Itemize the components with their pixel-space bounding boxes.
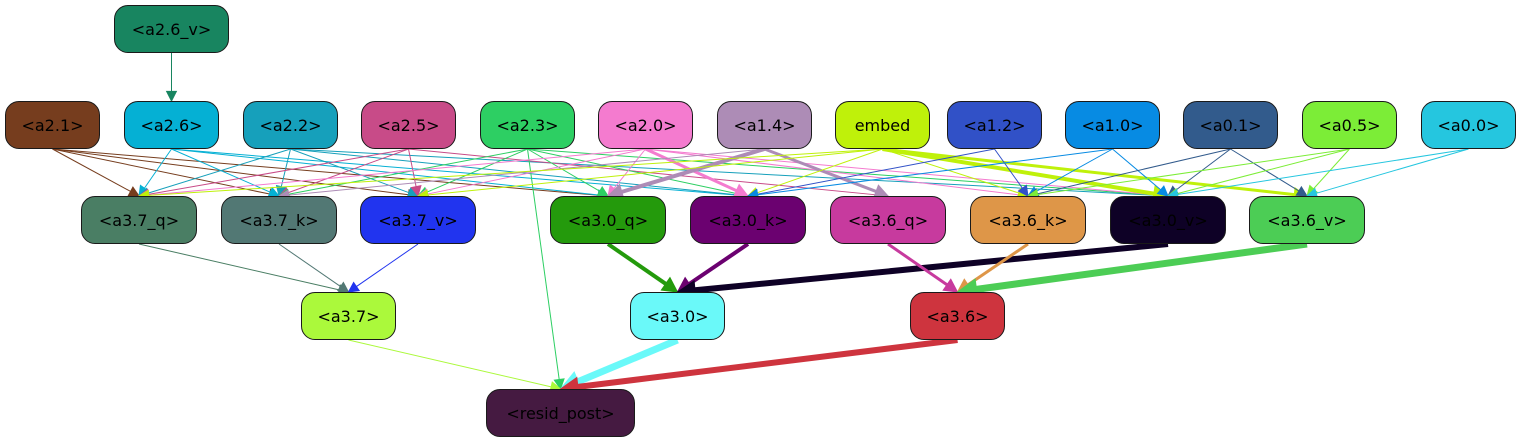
edge-a2-1-to-a3-7-k	[52, 148, 270, 195]
edge-a2-5-to-a3-7-q	[148, 148, 409, 195]
edge-a2-6-to-a3-0-q	[171, 148, 599, 196]
edge-a2-0-to-a3-6-k	[645, 148, 1019, 196]
edge-a0-5-to-a3-0-v	[1177, 148, 1350, 195]
node-a3-7[interactable]: <a3.7>	[301, 292, 396, 340]
edge-a2-1-to-a3-0-q	[52, 148, 599, 196]
node-a3-7-q[interactable]: <a3.7_q>	[81, 196, 197, 244]
edge-a1-4-to-a3-7-k	[288, 148, 765, 196]
node-a1-2[interactable]: <a1.2>	[947, 101, 1042, 149]
edge-embed-to-a3-7-q	[148, 148, 883, 196]
node-a0-0[interactable]: <a0.0>	[1421, 101, 1516, 149]
edge-a2-1-to-a3-7-v	[52, 148, 409, 196]
node-a2-0[interactable]: <a2.0>	[598, 101, 693, 149]
edge-embed-to-a3-6-v	[882, 147, 1295, 197]
edge-a3-6-to-resid-post	[577, 337, 958, 390]
node-a0-1[interactable]: <a0.1>	[1183, 101, 1278, 149]
edge-a1-0-to-a3-0-v	[1112, 148, 1161, 191]
edge-a2-0-to-a3-7-q	[148, 148, 646, 196]
node-a3-6-v[interactable]: <a3.6_v>	[1249, 196, 1365, 244]
edge-a1-4-to-a3-0-q	[621, 147, 766, 194]
node-a3-0-v[interactable]: <a3.0_v>	[1110, 196, 1226, 244]
arrowhead-a3-7-k-to-a3-7	[336, 281, 350, 293]
edge-a0-1-to-a3-6-k	[1037, 148, 1231, 195]
edge-embed-to-a3-7-v	[427, 148, 883, 196]
edge-a2-3-to-a3-0-q	[527, 148, 600, 192]
arrowhead-a3-0-q-to-a3-0	[660, 276, 679, 293]
edge-a3-7-to-resid-post	[348, 339, 552, 388]
arrowhead-a0-1-to-a3-6-v	[1295, 185, 1308, 197]
arrowhead-a3-6-q-to-a3-6	[942, 278, 959, 293]
node-a2-6-v[interactable]: <a2.6_v>	[114, 5, 229, 53]
node-a3-6-k[interactable]: <a3.6_k>	[970, 196, 1086, 244]
node-a3-6-q[interactable]: <a3.6_q>	[830, 196, 946, 244]
edge-a2-6-to-a3-7-q	[144, 148, 172, 189]
node-a2-2[interactable]: <a2.2>	[243, 101, 338, 149]
edge-a2-1-to-a3-7-q	[52, 148, 131, 192]
edge-a3-0-to-resid-post	[576, 336, 679, 385]
edge-a3-7-k-to-a3-7	[278, 243, 341, 287]
node-a3-0-k[interactable]: <a3.0_k>	[690, 196, 806, 244]
arrowhead-a1-2-to-a3-6-k	[1017, 184, 1029, 197]
edge-embed-to-a3-0-k	[756, 148, 883, 194]
edge-a1-2-to-a3-6-k	[994, 148, 1023, 189]
edge-a2-2-to-a3-7-q	[148, 148, 291, 194]
edge-a2-3-to-a3-7-v	[426, 148, 528, 193]
arrowhead-a2-3-to-resid-post	[553, 378, 565, 391]
edge-a3-0-q-to-a3-0	[606, 242, 667, 286]
node-a2-3[interactable]: <a2.3>	[480, 101, 575, 149]
arrowhead-a2-3-to-a3-0-q	[596, 185, 609, 197]
node-a2-1[interactable]: <a2.1>	[5, 101, 100, 149]
edge-a0-0-to-a3-0-v	[1177, 148, 1469, 196]
edge-a3-0-v-to-a3-0	[694, 241, 1169, 294]
edge-a2-2-to-a3-7-k	[280, 148, 291, 187]
edge-a3-7-q-to-a3-7	[138, 243, 340, 291]
node-a2-6[interactable]: <a2.6>	[124, 101, 219, 149]
edge-a3-6-v-to-a3-6	[976, 240, 1308, 293]
edge-a0-1-to-a3-6-v	[1230, 148, 1300, 192]
edge-a3-6-k-to-a3-6	[967, 242, 1029, 287]
edge-a0-0-to-a3-6-v	[1316, 148, 1469, 194]
edge-embed-to-a3-6-k	[882, 148, 1020, 194]
arrowhead-a3-7-v-to-a3-7	[347, 281, 361, 293]
edge-a2-2-to-a3-0-v	[290, 148, 1159, 196]
node-a2-5[interactable]: <a2.5>	[361, 101, 456, 149]
edge-a0-5-to-a3-6-k	[1037, 148, 1350, 196]
edge-a2-0-to-a3-0-q	[613, 148, 646, 189]
edge-a0-1-to-a3-0-v	[1175, 148, 1231, 191]
node-embed[interactable]: embed	[835, 101, 930, 149]
arrowhead-a2-1-to-a3-7-q	[127, 186, 140, 197]
edge-a3-7-v-to-a3-7	[356, 243, 419, 287]
arrowhead-a2-5-to-a3-7-v	[410, 184, 422, 198]
edge-a2-3-to-a3-0-v	[527, 148, 1159, 196]
edge-a2-3-to-a3-7-k	[288, 148, 528, 195]
edge-layer	[52, 53, 1469, 397]
edge-a1-2-to-a3-0-k	[757, 148, 995, 195]
node-a3-7-k[interactable]: <a3.7_k>	[221, 196, 337, 244]
edge-a3-0-k-to-a3-0	[688, 242, 750, 286]
node-a3-7-v[interactable]: <a3.7_v>	[360, 196, 476, 244]
node-a0-5[interactable]: <a0.5>	[1302, 101, 1397, 149]
edge-a1-0-to-a3-6-k	[1036, 148, 1113, 192]
node-a3-6[interactable]: <a3.6>	[910, 292, 1005, 340]
arrowhead-a2-6-v-to-a2-6	[165, 90, 178, 103]
edge-a2-0-to-a3-0-v	[645, 148, 1159, 196]
node-a3-0-q[interactable]: <a3.0_q>	[550, 196, 666, 244]
edge-a3-6-q-to-a3-6	[887, 242, 948, 286]
node-a1-4[interactable]: <a1.4>	[717, 101, 812, 149]
edge-a0-5-to-a3-6-v	[1313, 148, 1350, 190]
edge-embed-to-a3-0-v	[882, 147, 1155, 196]
edge-a2-5-to-a3-7-v	[408, 148, 417, 187]
arrowhead-a1-0-to-a3-0-v	[1156, 185, 1169, 197]
node-a3-0[interactable]: <a3.0>	[630, 292, 725, 340]
edge-a1-0-to-a3-0-k	[757, 148, 1113, 196]
node-a1-0[interactable]: <a1.0>	[1065, 101, 1160, 149]
node-resid-post[interactable]: <resid_post>	[486, 389, 635, 437]
edge-a2-3-to-resid-post	[527, 148, 560, 380]
